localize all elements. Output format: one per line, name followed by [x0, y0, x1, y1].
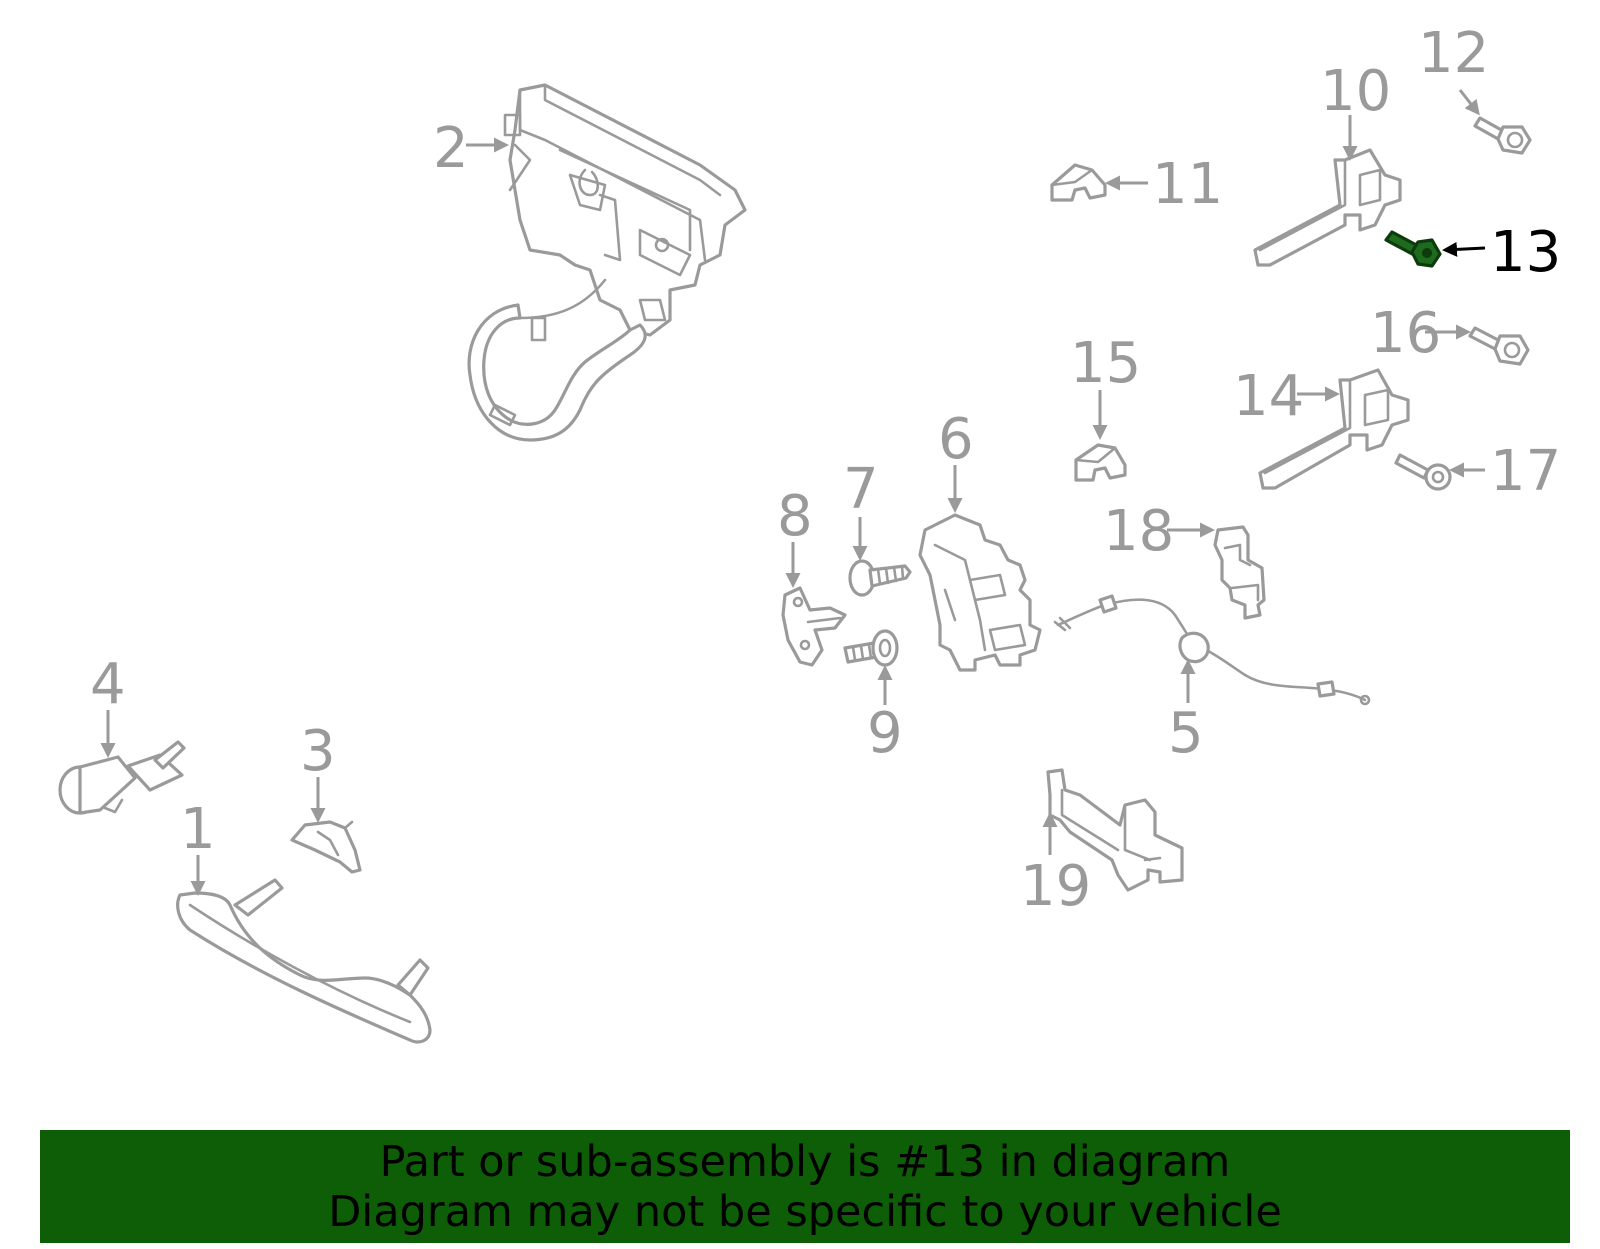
- callout-15: 15: [1070, 331, 1141, 396]
- callout-4: 4: [90, 652, 126, 717]
- callout-6: 6: [938, 407, 974, 472]
- banner-line-1: Part or sub-assembly is #13 in diagram: [379, 1136, 1231, 1187]
- part-10-check-strap[interactable]: [1253, 148, 1402, 267]
- callout-18: 18: [1103, 499, 1174, 564]
- part-14-check-strap[interactable]: [1258, 368, 1410, 490]
- part-5-cable[interactable]: [1053, 594, 1371, 706]
- callout-10: 10: [1320, 59, 1391, 124]
- callout-16: 16: [1370, 301, 1441, 366]
- part-11-cap[interactable]: [1050, 163, 1107, 202]
- callout-2: 2: [433, 116, 469, 181]
- callout-5: 5: [1168, 701, 1204, 766]
- callout-11: 11: [1152, 152, 1223, 217]
- part-13-bolt-highlighted[interactable]: [1384, 230, 1442, 268]
- info-banner: Part or sub-assembly is #13 in diagram D…: [40, 1130, 1570, 1243]
- part-17-screw[interactable]: [1394, 453, 1452, 491]
- callout-19: 19: [1020, 854, 1091, 919]
- part-7-screw[interactable]: [848, 559, 912, 597]
- part-19-door-check[interactable]: [1046, 768, 1184, 892]
- part-4-lock-cylinder[interactable]: [58, 740, 186, 815]
- callout-3: 3: [300, 719, 336, 784]
- part-1-exterior-handle[interactable]: [176, 878, 432, 1044]
- banner-line-2: Diagram may not be specific to your vehi…: [328, 1186, 1282, 1237]
- callout-17: 17: [1490, 439, 1561, 504]
- callout-9: 9: [867, 701, 903, 766]
- parts-diagram: 2 11 10 12 13 16 14 15 17 18 6 7 8 9 5 1…: [58, 21, 1561, 1044]
- callout-8: 8: [777, 484, 813, 549]
- callout-13: 13: [1490, 220, 1561, 285]
- callout-12: 12: [1418, 21, 1489, 86]
- part-15-cap[interactable]: [1074, 443, 1127, 482]
- part-6-door-latch[interactable]: [918, 513, 1042, 672]
- part-12-bolt[interactable]: [1473, 116, 1532, 155]
- callout-7: 7: [843, 457, 879, 522]
- part-9-screw[interactable]: [843, 629, 899, 667]
- part-16-bolt[interactable]: [1468, 326, 1530, 366]
- part-8-striker[interactable]: [781, 586, 847, 667]
- part-18-bracket[interactable]: [1213, 525, 1266, 620]
- part-3-handle-cap[interactable]: [290, 820, 362, 874]
- callout-1: 1: [180, 797, 216, 862]
- part-2-lock-actuator[interactable]: [467, 83, 747, 442]
- callout-14: 14: [1233, 364, 1304, 429]
